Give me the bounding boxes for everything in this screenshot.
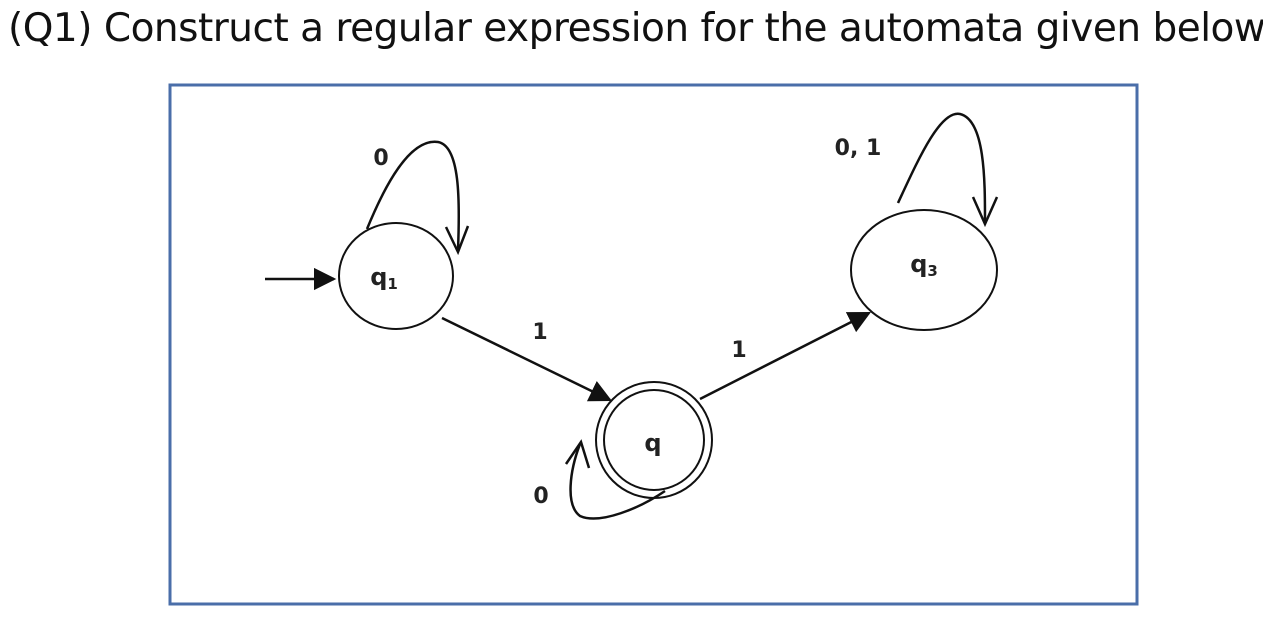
state-q1-subscript: 1: [387, 275, 397, 293]
diagram-frame: [168, 83, 1139, 606]
loop-q1: [365, 140, 461, 251]
state-q1-circle: [338, 222, 454, 330]
label-q2-q3: 1: [731, 338, 746, 363]
state-q3: q3: [850, 209, 998, 331]
loop-q2-arrowhead: [564, 439, 591, 469]
state-q3-label: q3: [910, 250, 938, 280]
question-title: (Q1) Construct a regular expression for …: [8, 6, 1263, 51]
label-q1-q2: 1: [532, 320, 547, 345]
state-q3-name: q: [910, 250, 927, 278]
label-q2-loop: 0: [533, 484, 548, 509]
state-q3-subscript: 3: [927, 262, 937, 280]
edge-q2-q3: [699, 311, 872, 401]
label-q1-loop: 0: [373, 146, 388, 171]
state-q1-name: q: [370, 263, 387, 291]
state-q2-label: q: [644, 429, 661, 457]
state-q2: q: [595, 381, 713, 499]
loop-q3-arrowhead: [971, 196, 999, 228]
state-q2-inner-circle: [603, 389, 705, 491]
label-q3-loop: 0, 1: [835, 136, 882, 161]
state-q1: q1: [338, 222, 454, 330]
loop-q3: [896, 112, 987, 223]
state-q3-circle: [850, 209, 998, 331]
edge-q1-q2: [441, 316, 613, 402]
loop-q2: [569, 443, 666, 520]
state-q1-label: q1: [370, 263, 398, 293]
loop-q1-arrowhead: [444, 225, 470, 256]
